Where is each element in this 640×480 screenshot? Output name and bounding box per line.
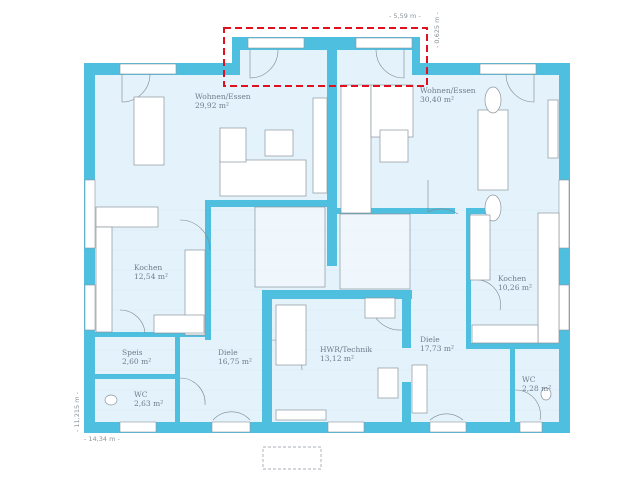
room-area: 10,26 m² xyxy=(498,283,532,292)
bay-depth-dimension: - 0,625 m - xyxy=(433,12,441,48)
bay-highlight xyxy=(223,27,428,87)
room-area: 2,63 m² xyxy=(134,399,163,408)
sofa-left xyxy=(219,159,307,197)
room-area: 17,73 m² xyxy=(420,344,454,353)
staircase-left xyxy=(254,206,326,288)
furniture xyxy=(95,84,560,421)
toilet-left xyxy=(104,394,118,406)
room-area: 2,60 m² xyxy=(122,357,151,366)
room-name: Speis xyxy=(122,348,143,357)
room-labels: Wohnen/Essen 29,92 m² Wohnen/Essen 30,40… xyxy=(122,86,551,408)
room-area: 16,75 m² xyxy=(218,357,252,366)
room-name: WC xyxy=(522,375,536,384)
room-name: Kochen xyxy=(134,263,162,272)
sofa-right xyxy=(340,84,372,214)
kitchen-counter-right xyxy=(469,214,491,281)
room-name: WC xyxy=(134,390,148,399)
room-area: 30,40 m² xyxy=(420,95,454,104)
room-name: Wohnen/Essen xyxy=(195,92,251,101)
dining-table-left xyxy=(133,96,165,166)
room-area: 29,92 m² xyxy=(195,101,229,110)
utility-cabinet xyxy=(275,304,307,366)
toilet-right xyxy=(540,387,552,401)
total-width-dimension: - 14,34 m - xyxy=(84,435,120,443)
interior-walls xyxy=(84,48,570,422)
room-area: 13,12 m² xyxy=(320,354,354,363)
staircase-right xyxy=(339,213,411,290)
entrance-outline xyxy=(262,446,322,470)
room-name: HWR/Technik xyxy=(320,345,373,354)
bay-width-dimension: - 5,59 m - xyxy=(389,12,421,20)
room-area: 12,54 m² xyxy=(134,272,168,281)
room-name: Kochen xyxy=(498,274,526,283)
kitchen-counter-left xyxy=(95,206,159,228)
room-name: Diele xyxy=(218,348,238,357)
room-area: 2,28 m² xyxy=(522,384,551,393)
room-name: Wohnen/Essen xyxy=(420,86,476,95)
total-depth-dimension: - 11,215 m - xyxy=(73,391,81,432)
dining-table-right xyxy=(477,109,509,191)
room-name: Diele xyxy=(420,335,440,344)
